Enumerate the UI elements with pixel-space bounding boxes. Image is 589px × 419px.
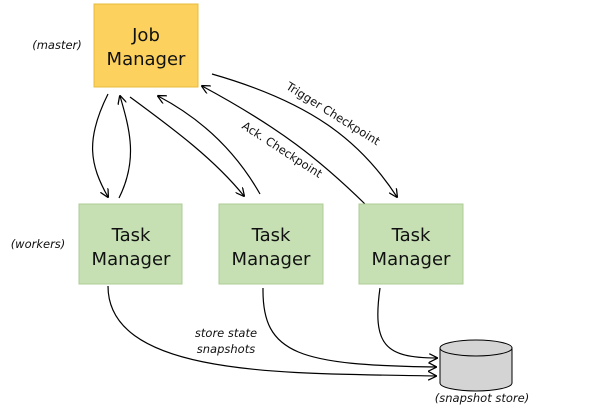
task-manager-3: Task Manager [358,203,464,285]
arrow-tm1-to-store [107,285,436,376]
master-role-label: (master) [32,38,82,52]
store-state-label-line2: snapshots [197,342,255,356]
store-body [439,348,513,392]
snapshot-store-label: (snapshot store) [435,391,529,405]
arrow-tm3-to-store [377,287,437,358]
arrow-tm2-to-jm-ack [158,96,261,195]
task-manager-3-box [358,203,464,285]
job-manager-box [93,3,199,88]
snapshot-store: (snapshot store) [435,339,529,405]
ack-checkpoint-label: Ack. Checkpoint [240,119,326,181]
job-manager: Job Manager [93,3,199,88]
job-manager-label-line2: Manager [107,49,186,70]
task-manager-1-label-line1: Task [111,225,151,246]
task-manager-2-label-line1: Task [251,225,291,246]
workers-role-label: (workers) [11,237,66,251]
database-cylinder-icon [439,339,513,392]
task-manager-1-label-line2: Manager [92,249,171,270]
arrow-jm-to-tm3-trigger [211,73,397,197]
arrow-tm1-to-jm [119,96,132,199]
job-manager-label-line1: Job [131,25,160,46]
task-manager-1-box [78,203,183,285]
task-manager-2-box [218,203,324,285]
arrows [91,73,437,376]
store-state-label-line1: store state [195,326,257,340]
task-manager-2: Task Manager [218,203,324,285]
trigger-checkpoint-label: Trigger Checkpoint [283,79,383,149]
task-manager-3-label-line1: Task [391,225,431,246]
arrow-tm3-to-jm [202,86,366,205]
task-manager-3-label-line2: Manager [372,249,451,270]
arrow-tm2-to-store [262,287,436,367]
task-manager-1: Task Manager [78,203,183,285]
arrow-jm-to-tm1 [91,93,108,197]
arrow-jm-to-tm2 [129,96,244,196]
store-top [439,339,513,357]
task-manager-2-label-line2: Manager [232,249,311,270]
